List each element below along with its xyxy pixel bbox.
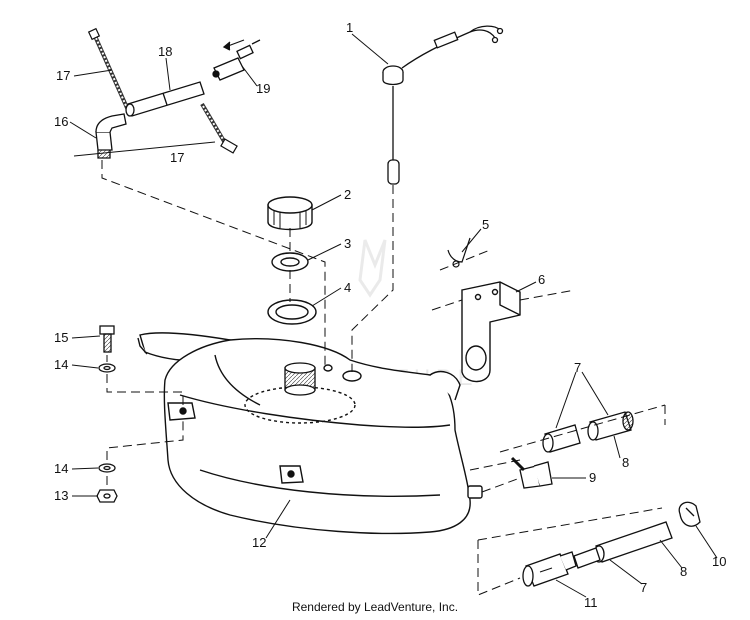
callout-19: 19	[256, 81, 270, 96]
filler-neck	[284, 362, 316, 396]
elbow-fitting	[95, 113, 127, 159]
callout-9: 9	[589, 470, 596, 485]
fuel-hose	[125, 81, 205, 117]
callout-16: 16	[54, 114, 68, 129]
credit-line: Rendered by LeadVenture, Inc.	[291, 600, 459, 614]
hose-lower	[573, 521, 673, 569]
callout-7-lower: 7	[640, 580, 647, 595]
callout-5: 5	[482, 217, 489, 232]
tank-bracket	[461, 281, 521, 383]
callout-13: 13	[54, 488, 68, 503]
washer-upper	[98, 363, 116, 373]
callout-2: 2	[344, 187, 351, 202]
filler-ring	[267, 299, 317, 325]
callout-12: 12	[252, 535, 266, 550]
cap-gasket	[271, 252, 309, 272]
hose-clamp-right	[678, 501, 701, 527]
fuel-sender	[382, 25, 504, 185]
callout-11: 11	[584, 595, 598, 610]
callout-4: 4	[344, 280, 351, 295]
callout-15: 15	[54, 330, 68, 345]
fuel-tank	[137, 332, 483, 535]
leader-lines	[69, 33, 718, 598]
callout-8-lower: 8	[680, 564, 687, 579]
callout-3: 3	[344, 236, 351, 251]
callout-14-lower: 14	[54, 461, 68, 476]
hose-pieces-upper	[542, 411, 634, 453]
fuel-filter	[522, 551, 577, 587]
inline-filter	[212, 39, 261, 81]
callout-7-upper: 7	[574, 360, 581, 375]
callout-8-upper: 8	[622, 455, 629, 470]
bolt	[99, 325, 115, 353]
callout-17-lower: 17	[170, 150, 184, 165]
hose-clamp-lower	[200, 102, 238, 154]
callout-18: 18	[158, 44, 172, 59]
callout-labels: 1 2 3 4 5 6 7 8 9 10 11 12 13 14 14 15 1…	[54, 20, 726, 610]
callout-17-upper: 17	[56, 68, 70, 83]
assembly-lines	[101, 160, 666, 596]
nut	[96, 489, 118, 503]
callout-10: 10	[712, 554, 726, 569]
elbow-fitting-right	[510, 456, 553, 489]
callout-1: 1	[346, 20, 353, 35]
callout-14-upper: 14	[54, 357, 68, 372]
washer-lower	[98, 463, 116, 473]
hose-clamp-upper	[87, 27, 130, 111]
callout-6: 6	[538, 272, 545, 287]
fuel-cap	[267, 196, 313, 231]
